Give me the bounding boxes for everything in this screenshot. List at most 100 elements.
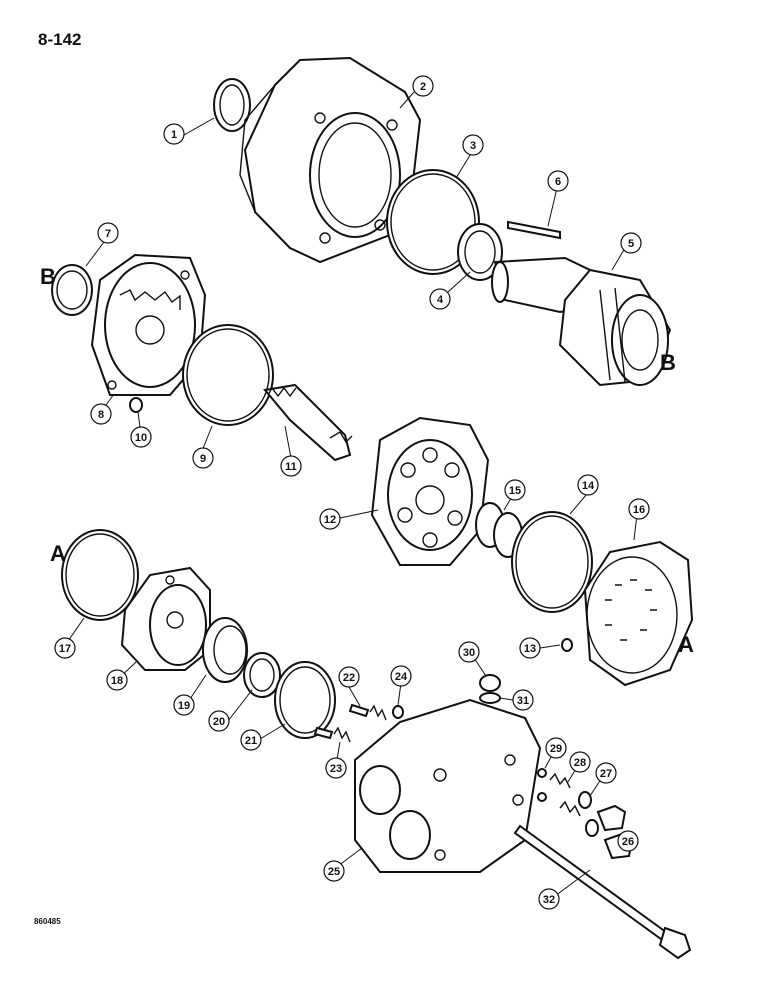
callout-13: 13: [519, 637, 541, 659]
part-19-bearing: [202, 617, 248, 683]
part-22-pins: [313, 703, 370, 740]
svg-text:19: 19: [178, 700, 190, 712]
part-14-o-ring: [511, 511, 593, 613]
callout-19: 19: [173, 694, 195, 716]
svg-text:31: 31: [517, 695, 529, 707]
part-4-seal: [457, 223, 503, 281]
part-32-bolt: [513, 824, 692, 960]
svg-text:6: 6: [555, 176, 561, 188]
callout-5: 5: [620, 232, 642, 254]
svg-text:3: 3: [470, 140, 476, 152]
callout-14: 14: [577, 474, 599, 496]
svg-text:28: 28: [574, 757, 586, 769]
callout-26: 26: [617, 830, 639, 852]
part-20-washer: [243, 652, 281, 698]
svg-text:9: 9: [200, 453, 206, 465]
part-31-o-ring: [479, 692, 501, 704]
callout-27: 27: [595, 762, 617, 784]
svg-text:13: 13: [524, 643, 536, 655]
svg-text:8: 8: [98, 409, 104, 421]
callout-12: 12: [319, 508, 341, 530]
svg-text:10: 10: [135, 432, 147, 444]
part-24-ball: [392, 705, 404, 719]
callout-3: 3: [462, 134, 484, 156]
callout-23: 23: [325, 757, 347, 779]
svg-text:32: 32: [543, 894, 555, 906]
callout-25: 25: [323, 860, 345, 882]
callout-6: 6: [547, 170, 569, 192]
callout-1: 1: [163, 123, 185, 145]
callout-7: 7: [97, 222, 119, 244]
svg-text:26: 26: [622, 836, 634, 848]
svg-text:29: 29: [550, 743, 562, 755]
svg-text:30: 30: [463, 647, 475, 659]
part-16-valve-plate: [583, 540, 694, 687]
svg-text:18: 18: [111, 675, 123, 687]
part-29-balls: [537, 768, 547, 802]
callout-32: 32: [538, 888, 560, 910]
part-13-ring: [561, 638, 573, 652]
reference-letter-b-right: B: [660, 350, 676, 375]
callout-16: 16: [628, 498, 650, 520]
callout-9: 9: [192, 447, 214, 469]
part-17-o-ring: [61, 529, 139, 621]
part-1-seal: [213, 78, 251, 132]
svg-text:7: 7: [105, 228, 111, 240]
svg-text:15: 15: [509, 485, 521, 497]
part-3-o-ring: [386, 169, 480, 275]
part-12-gerotor-housing: [370, 416, 490, 566]
callout-11: 11: [280, 455, 302, 477]
part-6-key: [507, 220, 561, 240]
part-7-washer: [51, 264, 93, 316]
part-30-plug: [479, 674, 501, 692]
callout-8: 8: [90, 403, 112, 425]
svg-text:12: 12: [324, 514, 336, 526]
svg-text:20: 20: [213, 716, 225, 728]
svg-text:2: 2: [420, 81, 426, 93]
callout-30: 30: [458, 641, 480, 663]
callout-28: 28: [569, 751, 591, 773]
part-25-end-cap: [354, 698, 542, 873]
svg-text:1: 1: [171, 129, 177, 141]
svg-text:4: 4: [437, 294, 444, 306]
svg-text:11: 11: [285, 461, 297, 473]
svg-text:24: 24: [395, 671, 408, 683]
svg-text:17: 17: [59, 643, 71, 655]
part-21-washer: [274, 661, 336, 739]
callout-10: 10: [130, 426, 152, 448]
part-5-output-shaft: [491, 256, 672, 387]
part-2-housing: [239, 56, 422, 264]
callout-4: 4: [429, 288, 451, 310]
callout-17: 17: [54, 637, 76, 659]
callout-15: 15: [504, 479, 526, 501]
svg-text:27: 27: [600, 768, 612, 780]
callout-18: 18: [106, 669, 128, 691]
part-18-valve: [120, 566, 211, 671]
part-11-splined-shaft: [263, 383, 353, 462]
part-8-plate: [90, 253, 207, 396]
part-15-gear: [475, 502, 523, 558]
part-28-springs: [549, 772, 581, 817]
part-9-o-ring: [182, 324, 274, 426]
document-code: 860485: [34, 917, 61, 926]
svg-text:5: 5: [628, 238, 634, 250]
svg-text:16: 16: [633, 504, 645, 516]
callout-24: 24: [390, 665, 412, 687]
reference-letter-b-left: B: [40, 264, 56, 289]
svg-text:25: 25: [328, 866, 340, 878]
svg-text:21: 21: [245, 735, 257, 747]
svg-text:23: 23: [330, 763, 342, 775]
svg-text:14: 14: [582, 480, 595, 492]
part-10-ring: [129, 397, 143, 413]
callout-22: 22: [338, 666, 360, 688]
callout-21: 21: [240, 729, 262, 751]
part-23-springs: [333, 704, 387, 743]
part-27-o-rings: [578, 791, 599, 837]
callout-31: 31: [512, 689, 534, 711]
reference-letter-a-right: A: [678, 632, 694, 657]
page-number: 8-142: [38, 30, 82, 49]
reference-letter-a-left: A: [50, 541, 66, 566]
svg-text:22: 22: [343, 672, 355, 684]
callout-20: 20: [208, 710, 230, 732]
